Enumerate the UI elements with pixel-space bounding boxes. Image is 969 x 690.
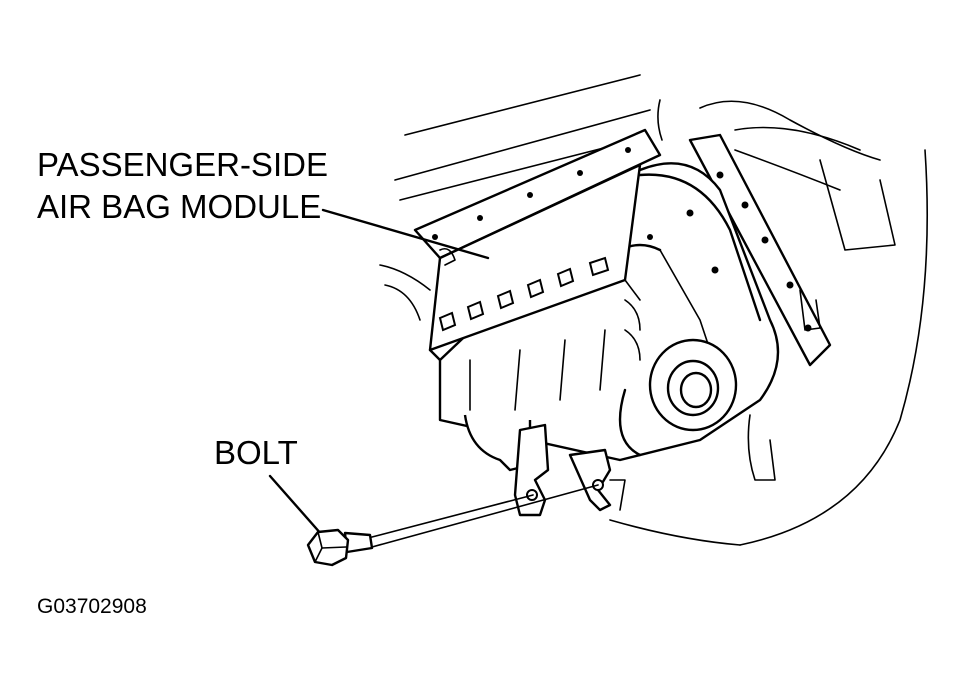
side-bracket — [688, 133, 832, 367]
module-label-line2: AIR BAG MODULE — [37, 188, 322, 225]
inflator-cylinder — [618, 338, 738, 457]
figure-code: G03702908 — [37, 595, 147, 618]
dashboard-background-lines — [379, 74, 929, 546]
bolt-label: BOLT — [214, 434, 298, 471]
bolt — [306, 528, 374, 567]
cover-plate — [428, 163, 642, 362]
leader-lines — [268, 208, 599, 548]
mounting-flange — [413, 128, 662, 260]
bottom-brackets — [463, 414, 776, 517]
module-label-line1: PASSENGER-SIDE — [37, 146, 328, 183]
